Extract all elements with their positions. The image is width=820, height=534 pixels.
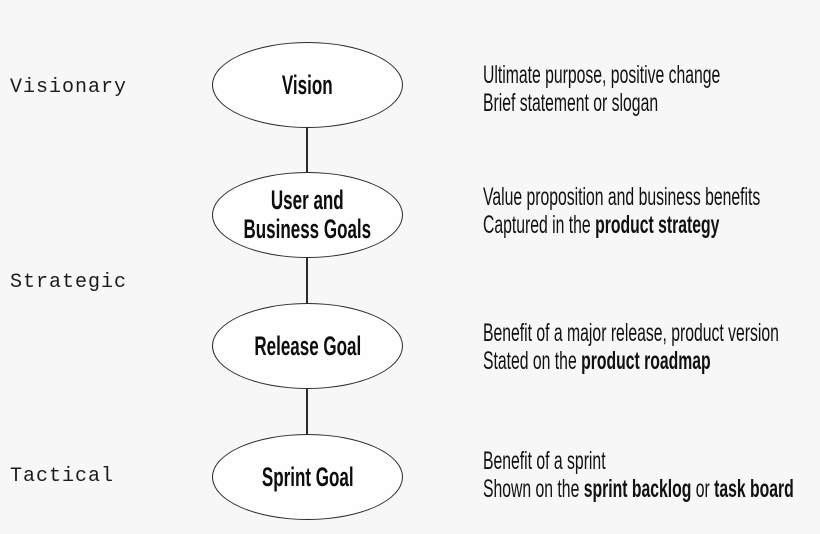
description-text: Brief statement or slogan	[483, 89, 659, 117]
description-text: Value proposition and business benefits	[483, 183, 761, 211]
connector-goals-to-release	[306, 258, 308, 303]
connector-release-to-sprint	[306, 389, 308, 434]
level-label-visionary: Visionary	[10, 76, 128, 99]
description-sprint-goal: Benefit of a sprint Shown on the sprint …	[483, 447, 820, 503]
description-user-business-goals: Value proposition and business benefits …	[483, 183, 820, 239]
description-text: Stated on the	[483, 347, 582, 375]
description-vision: Ultimate purpose, positive change Brief …	[483, 61, 820, 117]
node-label-user-business-goals: User and Business Goals	[244, 186, 372, 244]
description-line: Benefit of a major release, product vers…	[483, 319, 820, 347]
node-ellipse-user-business-goals: User and Business Goals	[212, 172, 403, 258]
description-bold-term: product strategy	[595, 211, 720, 239]
node-label-sprint-goal: Sprint Goal	[261, 461, 354, 492]
node-ellipse-release-goal: Release Goal	[212, 303, 403, 389]
description-bold-term: product roadmap	[581, 347, 711, 375]
description-bold-term: task board	[714, 475, 794, 503]
description-line: Captured in the product strategy	[483, 211, 820, 239]
description-line: Benefit of a sprint	[483, 447, 820, 475]
description-line: Shown on the sprint backlog or task boar…	[483, 475, 820, 503]
description-text: Captured in the	[483, 211, 596, 239]
node-label-vision: Vision	[282, 69, 333, 100]
description-line: Stated on the product roadmap	[483, 347, 820, 375]
connector-vision-to-goals	[306, 128, 308, 172]
level-label-strategic: Strategic	[10, 271, 128, 294]
description-release-goal: Benefit of a major release, product vers…	[483, 319, 820, 375]
node-label-release-goal: Release Goal	[254, 330, 361, 361]
node-ellipse-sprint-goal: Sprint Goal	[212, 434, 403, 520]
description-text: Benefit of a sprint	[483, 447, 606, 475]
description-text: Benefit of a major release, product vers…	[483, 319, 779, 347]
node-label-line1: User and	[271, 185, 344, 215]
description-text: or	[691, 475, 715, 503]
node-ellipse-vision: Vision	[212, 42, 403, 128]
description-line: Value proposition and business benefits	[483, 183, 820, 211]
description-text: Ultimate purpose, positive change	[483, 61, 721, 89]
node-label-line2: Business Goals	[243, 214, 372, 244]
description-text: Shown on the	[483, 475, 584, 503]
description-line: Ultimate purpose, positive change	[483, 61, 820, 89]
description-line: Brief statement or slogan	[483, 89, 820, 117]
level-label-tactical: Tactical	[10, 465, 115, 488]
description-bold-term: sprint backlog	[583, 475, 692, 503]
